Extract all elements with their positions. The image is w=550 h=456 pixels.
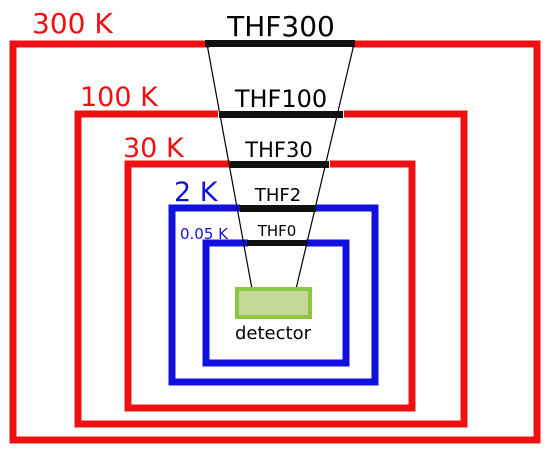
filter-bar-thf30 [230, 161, 329, 168]
filter-bar-thf0 [247, 240, 306, 246]
filter-bar-thf300 [205, 40, 355, 47]
beam-left-edge [206, 43, 253, 290]
filter-label-thf100: THF100 [234, 85, 327, 113]
stage-label-30k: 30 K [123, 133, 185, 164]
filter-label-thf0: THF0 [257, 222, 297, 240]
detector-label: detector [235, 323, 312, 344]
stage-label-0.05k: 0.05 K [180, 225, 229, 243]
filter-label-thf2: THF2 [254, 185, 301, 206]
filter-label-thf30: THF30 [244, 138, 312, 162]
filter-label-thf300: THF300 [226, 10, 335, 43]
stage-label-2k: 2 K [174, 177, 219, 208]
stage-label-100k: 100 K [80, 82, 159, 113]
detector-box [235, 287, 312, 319]
stage-label-300k: 300 K [32, 7, 113, 40]
filter-bar-thf2 [240, 205, 316, 212]
filter-bar-thf100 [219, 111, 343, 118]
